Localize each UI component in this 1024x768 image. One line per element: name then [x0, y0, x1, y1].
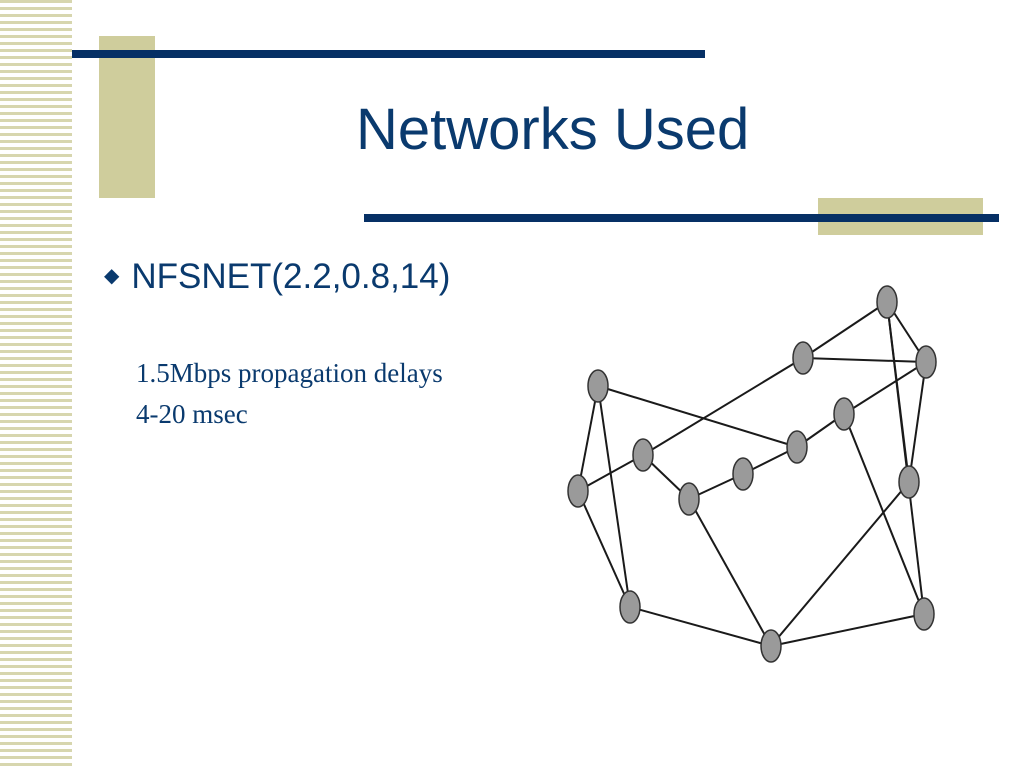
network-link	[802, 357, 927, 363]
network-link	[577, 490, 631, 608]
network-link	[770, 613, 925, 647]
sub-line-delay: 4-20 msec	[136, 399, 248, 429]
title-rule-bottom	[364, 214, 999, 222]
network-link	[597, 385, 631, 608]
network-node	[833, 397, 855, 431]
bullet-item: ◆ NFSNET(2.2,0.8,14)	[104, 254, 450, 299]
sub-line-bandwidth: 1.5Mbps propagation delays	[136, 358, 443, 388]
network-topology-diagram	[567, 285, 937, 663]
network-link	[802, 301, 888, 359]
network-link	[597, 385, 798, 448]
network-node	[792, 341, 814, 375]
network-link	[908, 361, 927, 483]
network-link	[629, 606, 772, 647]
network-node	[898, 465, 920, 499]
network-node	[760, 629, 782, 663]
network-node	[567, 474, 589, 508]
network-node	[619, 590, 641, 624]
network-link	[770, 481, 910, 647]
network-node	[632, 438, 654, 472]
bullet-diamond-icon: ◆	[104, 265, 120, 287]
network-link	[886, 301, 910, 483]
network-link	[642, 357, 804, 456]
network-node	[915, 345, 937, 379]
network-link	[577, 454, 644, 492]
network-nodes	[567, 285, 937, 663]
network-link	[843, 361, 927, 415]
title-accent-block-left	[99, 36, 155, 198]
network-node	[678, 482, 700, 516]
network-link	[577, 385, 599, 492]
network-node	[786, 430, 808, 464]
bullet-text: NFSNET(2.2,0.8,14)	[131, 257, 451, 296]
network-node	[913, 597, 935, 631]
network-node	[587, 369, 609, 403]
network-node	[876, 285, 898, 319]
decorative-stripes	[0, 0, 72, 768]
network-link	[688, 498, 772, 647]
slide-title: Networks Used	[356, 97, 750, 162]
title-rule-top	[72, 50, 705, 58]
network-node	[732, 457, 754, 491]
network-link	[843, 413, 925, 615]
